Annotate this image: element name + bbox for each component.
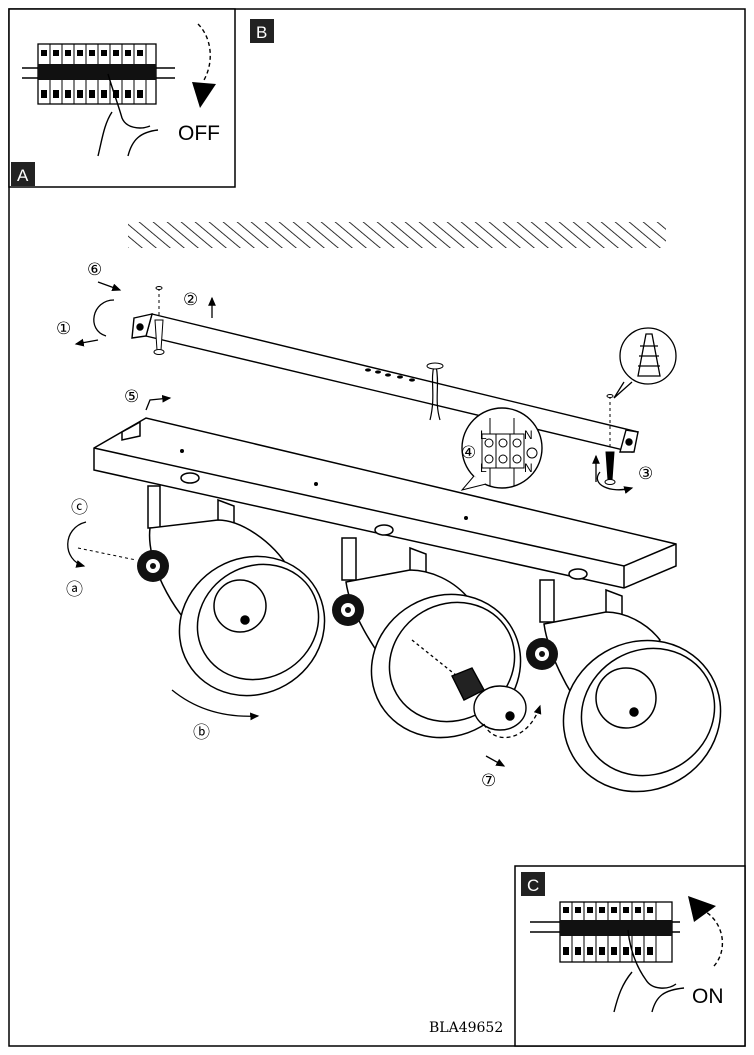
svg-text:A: A (17, 166, 29, 185)
screw-left-icon (153, 286, 165, 355)
tilt-b-arrow-icon (171, 689, 260, 721)
breaker-row-icon (37, 43, 157, 105)
step-arrows (74, 281, 634, 767)
rotate-down-arrow-icon (197, 23, 211, 81)
off-label: OFF (178, 122, 220, 145)
adjust-knob-1-icon (137, 550, 169, 582)
svg-text:N: N (524, 428, 533, 442)
rotate-c-arrow-icon (67, 521, 87, 568)
mains-cable (429, 365, 441, 421)
rotate-up-arrow-icon (705, 911, 724, 967)
ceiling-hatch (128, 222, 666, 248)
step-label-3: ③ (638, 464, 653, 484)
page-border (8, 8, 746, 1047)
svg-text:C: C (527, 876, 539, 895)
step-label-2: ② (183, 290, 198, 310)
tag-a: A (11, 162, 35, 186)
panel-b-switch-off: OFF (8, 8, 236, 188)
step-label-a: ⓐ (66, 580, 83, 600)
on-label: ON (692, 985, 724, 1008)
step-label-4: ④ (461, 443, 476, 463)
screw-right-icon (604, 394, 616, 485)
step-label-1: ① (56, 319, 71, 339)
svg-text:N: N (524, 461, 533, 475)
step-label-5: ⑤ (124, 387, 139, 407)
canopy-plate (93, 417, 677, 589)
panel-c-switch-on: ON (514, 865, 746, 1047)
step-label-6: ⑥ (87, 260, 102, 280)
adjust-knob-2-icon (332, 594, 364, 626)
twist-bulb-arrow-icon (483, 704, 542, 739)
tag-c: C (521, 872, 545, 896)
step-label-b: ⓑ (193, 723, 210, 743)
spotlight-2 (341, 524, 522, 739)
step-label-c: ⓒ (71, 498, 88, 518)
document-code: BLA49652 (429, 1020, 503, 1036)
bracket-slots (365, 368, 415, 382)
bulb-icon (411, 639, 527, 731)
terminal-block-callout: L N L N (460, 407, 543, 491)
mounting-bracket (131, 313, 639, 453)
spotlight-1 (147, 472, 326, 697)
breaker-row-icon (559, 901, 673, 963)
hand-icon (97, 73, 159, 157)
svg-text:B: B (256, 23, 267, 42)
svg-text:L: L (480, 428, 487, 442)
step-label-7: ⑦ (481, 771, 496, 791)
hand-icon (613, 929, 685, 1013)
wall-plug-callout-icon (613, 327, 677, 399)
adjust-knob-3-icon (526, 638, 558, 670)
spotlight-3 (539, 568, 722, 793)
tag-b: B (250, 19, 274, 43)
svg-text:L: L (480, 461, 487, 475)
